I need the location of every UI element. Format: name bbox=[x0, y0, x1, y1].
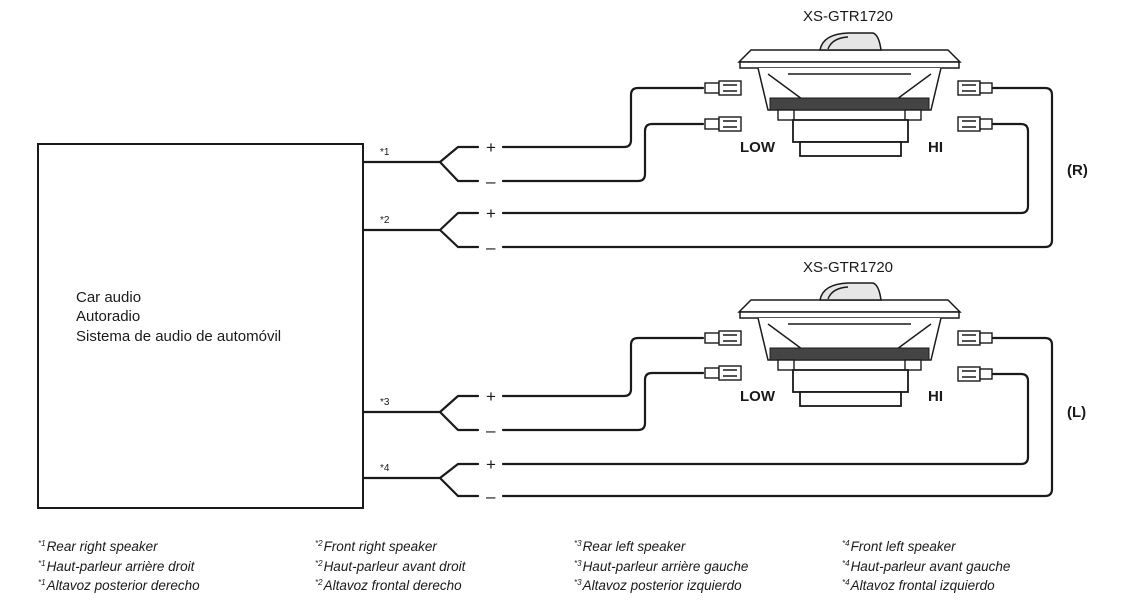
head-unit-label-en: Car audio bbox=[76, 289, 141, 306]
footnote-text-en: Front left speaker bbox=[850, 539, 956, 554]
footnote-text-en: Front right speaker bbox=[323, 539, 437, 554]
marker-2: *2 bbox=[380, 215, 390, 226]
footnote-text-fr: Haut-parleur avant droit bbox=[323, 558, 466, 574]
minus-sign: – bbox=[486, 421, 496, 440]
hi-label: HI bbox=[928, 388, 943, 405]
minus-sign: – bbox=[486, 487, 496, 506]
footnote-4: *4Front left speaker *4Haut-parleur avan… bbox=[842, 536, 1010, 595]
marker-3: *3 bbox=[380, 397, 390, 408]
footnote-mark: *4 bbox=[842, 558, 850, 568]
footnote-text-es: Altavoz posterior izquierdo bbox=[582, 578, 742, 593]
footnote-text-fr: Haut-parleur arrière droit bbox=[46, 558, 195, 574]
minus-sign: – bbox=[486, 172, 496, 191]
connector-icon bbox=[704, 330, 742, 346]
connector-icon bbox=[957, 366, 993, 382]
footnote-mark: *2 bbox=[315, 558, 323, 568]
footnote-1: *1Rear right speaker *1Haut-parleur arri… bbox=[38, 536, 200, 595]
cables-left bbox=[501, 336, 1054, 498]
speaker-left: XS-GTR1720 LOW HI (L) bbox=[704, 259, 1086, 421]
output-channel-3: *3 + – bbox=[361, 387, 496, 440]
footnote-mark: *2 bbox=[315, 539, 323, 548]
plus-sign: + bbox=[486, 204, 496, 223]
footnote-2: *2Front right speaker *2Haut-parleur ava… bbox=[315, 536, 465, 595]
low-label: LOW bbox=[740, 388, 776, 405]
footnote-3: *3Rear left speaker *3Haut-parleur arriè… bbox=[574, 536, 748, 595]
output-channel-4: *4 + – bbox=[361, 455, 496, 506]
hi-label: HI bbox=[928, 139, 943, 156]
head-unit-box bbox=[37, 143, 364, 509]
plus-sign: + bbox=[486, 455, 496, 474]
plus-sign: + bbox=[486, 138, 496, 157]
connector-icon bbox=[704, 116, 742, 132]
speaker-right: XS-GTR1720 LOW HI (R) bbox=[704, 8, 1088, 179]
connector-icon bbox=[957, 116, 993, 132]
footnote-mark: *4 bbox=[842, 578, 850, 587]
footnote-mark: *3 bbox=[574, 558, 582, 568]
head-unit-label-es: Sistema de audio de automóvil bbox=[76, 328, 281, 345]
footnotes: *1Rear right speaker *1Haut-parleur arri… bbox=[38, 536, 1118, 596]
marker-1: *1 bbox=[380, 147, 390, 158]
connector-icon bbox=[957, 80, 993, 96]
speaker-model: XS-GTR1720 bbox=[803, 259, 893, 276]
speaker-model: XS-GTR1720 bbox=[803, 8, 893, 25]
marker-4: *4 bbox=[380, 463, 390, 474]
footnote-text-es: Altavoz frontal derecho bbox=[323, 578, 462, 593]
low-label: LOW bbox=[740, 139, 776, 156]
footnote-text-es: Altavoz frontal izquierdo bbox=[850, 578, 995, 593]
footnote-mark: *1 bbox=[38, 578, 46, 587]
footnote-text-fr: Haut-parleur avant gauche bbox=[850, 558, 1011, 574]
footnote-mark: *3 bbox=[574, 539, 582, 548]
footnote-mark: *1 bbox=[38, 539, 46, 548]
head-unit: Car audio Autoradio Sistema de audio de … bbox=[37, 143, 364, 509]
minus-sign: – bbox=[486, 238, 496, 257]
connector-icon bbox=[704, 365, 742, 381]
footnote-mark: *4 bbox=[842, 539, 850, 548]
cables-right bbox=[501, 86, 1054, 249]
footnote-text-es: Altavoz posterior derecho bbox=[46, 578, 200, 593]
plus-sign: + bbox=[486, 387, 496, 406]
footnote-text-en: Rear right speaker bbox=[46, 539, 158, 554]
speaker-icon bbox=[738, 32, 961, 157]
output-channel-1: *1 + – bbox=[361, 138, 496, 191]
side-label: (L) bbox=[1067, 404, 1086, 421]
output-channel-2: *2 + – bbox=[361, 204, 496, 257]
connector-icon bbox=[704, 80, 742, 96]
head-unit-label-fr: Autoradio bbox=[76, 308, 140, 325]
footnote-mark: *3 bbox=[574, 578, 582, 587]
connector-icon bbox=[957, 330, 993, 346]
footnote-text-fr: Haut-parleur arrière gauche bbox=[582, 558, 749, 574]
footnote-mark: *2 bbox=[315, 578, 323, 587]
footnote-mark: *1 bbox=[38, 558, 46, 568]
footnote-text-en: Rear left speaker bbox=[582, 539, 686, 554]
side-label: (R) bbox=[1067, 162, 1088, 179]
